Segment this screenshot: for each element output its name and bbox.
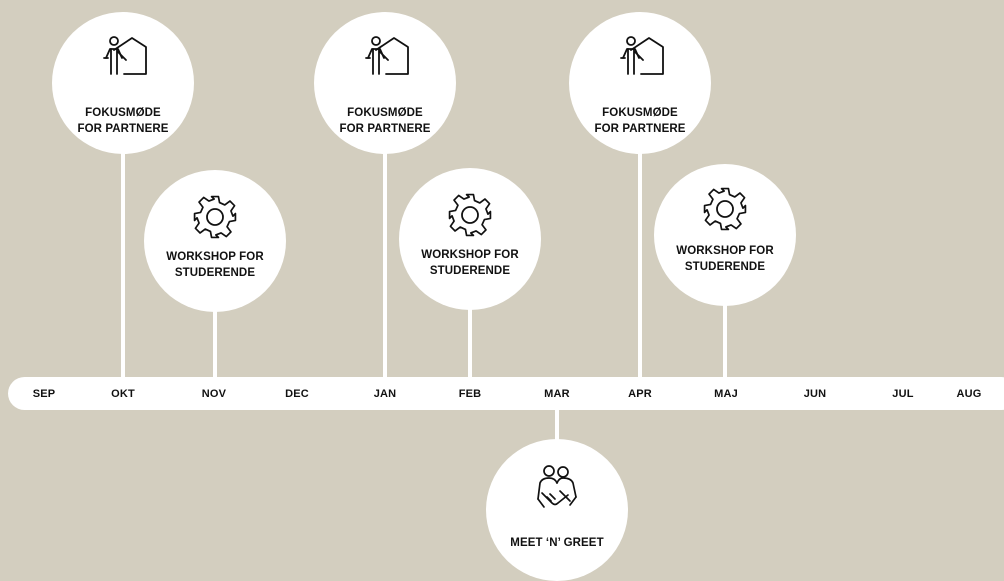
- gear-icon: [448, 193, 492, 237]
- month-label-jun: JUN: [803, 388, 827, 400]
- month-label-sep: SEP: [32, 388, 56, 400]
- stem-maj: [723, 304, 727, 380]
- month-label-maj: MAJ: [714, 388, 738, 400]
- person-house-icon: [365, 36, 409, 75]
- event-label: FOKUSMØDE FOR PARTNERE: [339, 107, 431, 135]
- month-label-feb: FEB: [458, 388, 482, 400]
- event-node-meet-n-greet-mar: MEET ‘N’ GREET: [486, 439, 628, 581]
- month-label-jul: JUL: [892, 388, 914, 400]
- event-node-fokusmode-okt: FOKUSMØDE FOR PARTNERE: [52, 12, 194, 154]
- event-node-fokusmode-apr: FOKUSMØDE FOR PARTNERE: [569, 12, 711, 154]
- person-house-icon: [620, 36, 664, 75]
- event-label: WORKSHOP FOR STUDERENDE: [421, 249, 519, 277]
- event-label: FOKUSMØDE FOR PARTNERE: [594, 107, 686, 135]
- person-house-icon: [103, 36, 147, 75]
- timeline-bar: [8, 377, 1004, 410]
- stem-okt: [121, 150, 125, 380]
- month-label-jan: JAN: [373, 388, 397, 400]
- handshake-icon: [537, 465, 577, 508]
- event-label: WORKSHOP FOR STUDERENDE: [676, 245, 774, 273]
- event-label: WORKSHOP FOR STUDERENDE: [166, 251, 264, 279]
- event-label: MEET ‘N’ GREET: [510, 537, 604, 549]
- month-label-dec: DEC: [285, 388, 309, 400]
- stem-feb: [468, 308, 472, 380]
- month-label-okt: OKT: [111, 388, 135, 400]
- month-label-nov: NOV: [201, 388, 227, 400]
- month-label-apr: APR: [628, 388, 652, 400]
- event-node-workshop-nov: WORKSHOP FOR STUDERENDE: [144, 170, 286, 312]
- gear-icon: [193, 195, 237, 239]
- event-node-fokusmode-jan: FOKUSMØDE FOR PARTNERE: [314, 12, 456, 154]
- stem-nov: [213, 310, 217, 380]
- event-node-workshop-maj: WORKSHOP FOR STUDERENDE: [654, 164, 796, 306]
- event-node-workshop-feb: WORKSHOP FOR STUDERENDE: [399, 168, 541, 310]
- stem-mar: [555, 407, 559, 449]
- gear-icon: [703, 187, 747, 231]
- event-label: FOKUSMØDE FOR PARTNERE: [77, 107, 169, 135]
- month-label-mar: MAR: [544, 388, 570, 400]
- stem-jan: [383, 150, 387, 380]
- month-label-aug: AUG: [956, 388, 982, 400]
- stem-apr: [638, 150, 642, 380]
